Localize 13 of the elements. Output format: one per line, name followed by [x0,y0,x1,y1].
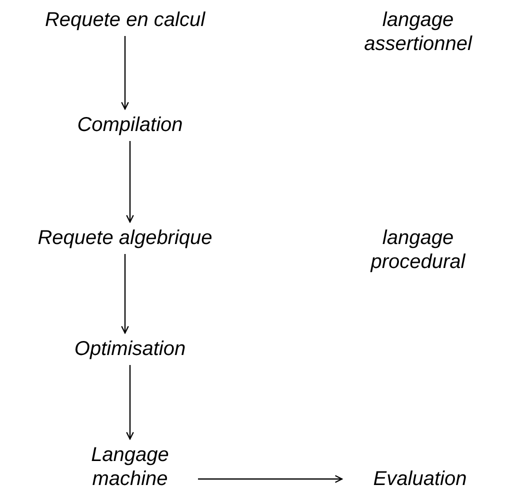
node-label: Requete algebrique [36,226,214,250]
node-label: Evaluation [372,467,468,491]
arrow [126,141,134,223]
arrow [121,254,129,334]
node-label: langage assertionnel [363,8,474,56]
node-label: Compilation [76,113,184,137]
node-label: Langage machine [90,443,170,491]
node-label: langage procedural [369,226,467,274]
arrow [126,365,134,440]
node-label: Requete en calcul [44,8,206,32]
arrow [198,475,343,483]
arrow [121,36,129,110]
node-label: Optimisation [73,337,187,361]
